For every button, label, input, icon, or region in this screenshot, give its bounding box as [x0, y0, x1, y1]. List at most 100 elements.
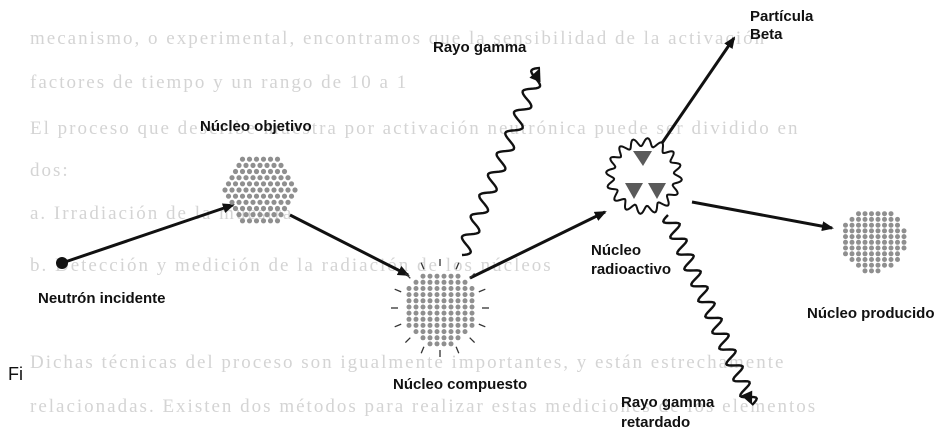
- nucleon: [407, 305, 412, 310]
- nucleon: [257, 175, 262, 180]
- nucleon: [882, 211, 887, 216]
- nucleon: [229, 187, 234, 192]
- nucleon: [271, 200, 276, 205]
- nucleon: [449, 311, 454, 316]
- nucleon: [229, 175, 234, 180]
- nucleon: [282, 181, 287, 186]
- nucleon: [261, 181, 266, 186]
- nucleon: [275, 157, 280, 162]
- nucleon: [850, 251, 855, 256]
- nucleon: [889, 234, 894, 239]
- delayed-gamma-ray-wave: [663, 215, 756, 405]
- nucleon: [889, 251, 894, 256]
- nucleon: [229, 200, 234, 205]
- nucleon: [902, 234, 907, 239]
- label-beta-particle-line2: Beta: [750, 26, 783, 43]
- nucleon: [257, 187, 262, 192]
- nucleon: [271, 163, 276, 168]
- nucleon: [895, 223, 900, 228]
- nucleon: [421, 286, 426, 291]
- nucleon: [271, 187, 276, 192]
- nucleon: [456, 274, 461, 279]
- nucleon: [889, 211, 894, 216]
- nucleon: [250, 212, 255, 217]
- nucleon: [463, 329, 468, 334]
- nucleon: [421, 323, 426, 328]
- nucleon: [863, 217, 868, 222]
- nucleon: [268, 157, 273, 162]
- nucleon: [407, 298, 412, 303]
- arrow-neutron-to-target: [62, 205, 233, 263]
- nucleon: [856, 228, 861, 233]
- nucleon: [449, 323, 454, 328]
- nucleon: [435, 323, 440, 328]
- nucleon: [407, 311, 412, 316]
- nucleon: [856, 217, 861, 222]
- nucleon: [856, 251, 861, 256]
- nucleon: [850, 223, 855, 228]
- label-compound-nucleus: Núcleo compuesto: [393, 376, 527, 393]
- nucleon: [271, 175, 276, 180]
- nucleon: [449, 274, 454, 279]
- nucleon: [856, 246, 861, 251]
- nucleon: [428, 317, 433, 322]
- nucleon: [435, 341, 440, 346]
- nucleon: [882, 223, 887, 228]
- nucleon: [257, 212, 262, 217]
- nucleon: [275, 181, 280, 186]
- nucleon: [428, 305, 433, 310]
- nucleon: [261, 194, 266, 199]
- nucleon: [449, 286, 454, 291]
- nucleon: [236, 212, 241, 217]
- nucleon: [275, 206, 280, 211]
- nucleon: [843, 246, 848, 251]
- nucleon: [843, 240, 848, 245]
- compound-nucleus: [391, 259, 489, 357]
- nucleon: [869, 246, 874, 251]
- nucleon: [285, 175, 290, 180]
- nucleon: [407, 292, 412, 297]
- nucleon: [863, 257, 868, 262]
- nucleon: [882, 234, 887, 239]
- nucleon: [876, 246, 881, 251]
- arrow-beta: [660, 38, 734, 146]
- nucleon: [442, 274, 447, 279]
- nucleon: [442, 311, 447, 316]
- nucleon: [278, 200, 283, 205]
- nucleon: [895, 251, 900, 256]
- nucleon: [869, 223, 874, 228]
- nucleon: [233, 206, 238, 211]
- nucleon: [250, 187, 255, 192]
- nucleus-ray: [456, 263, 459, 270]
- nucleon: [902, 228, 907, 233]
- nucleon: [863, 251, 868, 256]
- nucleon: [414, 323, 419, 328]
- nucleon: [850, 217, 855, 222]
- nucleon: [247, 194, 252, 199]
- nucleon: [463, 323, 468, 328]
- nucleon: [240, 206, 245, 211]
- nucleus-ray: [479, 289, 486, 292]
- nucleon: [240, 218, 245, 223]
- nucleon: [236, 187, 241, 192]
- nucleon: [261, 169, 266, 174]
- nucleon: [254, 157, 259, 162]
- nucleus-ray: [470, 338, 475, 343]
- nucleon: [240, 181, 245, 186]
- nucleon: [442, 298, 447, 303]
- nucleon: [889, 263, 894, 268]
- nucleon: [236, 200, 241, 205]
- nucleon: [470, 286, 475, 291]
- nucleon: [278, 187, 283, 192]
- nucleon: [250, 200, 255, 205]
- nucleon: [843, 228, 848, 233]
- nucleon: [421, 280, 426, 285]
- nucleon: [895, 240, 900, 245]
- nucleon: [247, 181, 252, 186]
- nucleon: [421, 292, 426, 297]
- nucleon: [268, 194, 273, 199]
- nucleon: [882, 228, 887, 233]
- nucleon: [257, 200, 262, 205]
- nucleon: [285, 187, 290, 192]
- nucleon: [863, 263, 868, 268]
